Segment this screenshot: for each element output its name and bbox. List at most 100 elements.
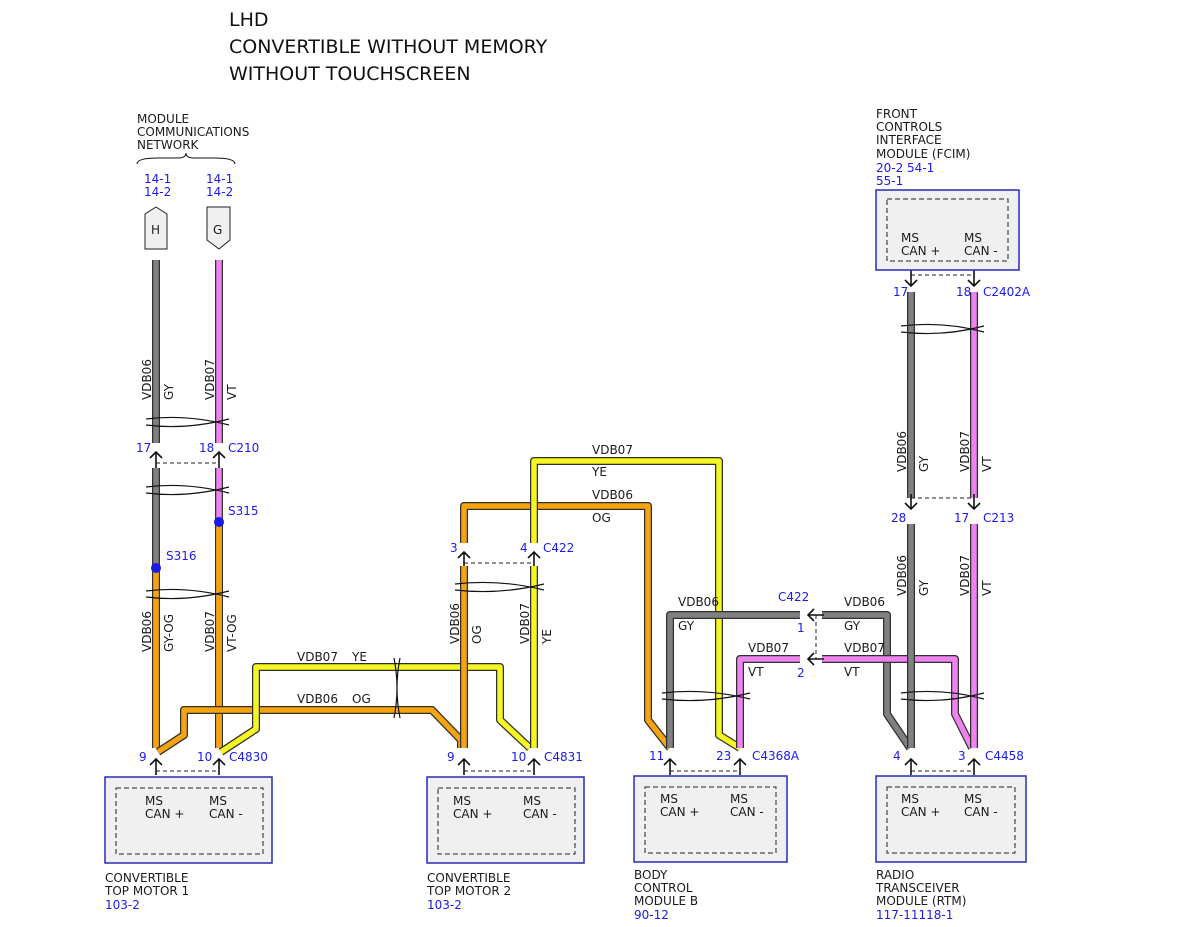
wire-labels: VDB06 GY VDB07 VT VDB06 GY-OG VDB07 VT-O… (140, 359, 994, 706)
pin-c422-4: 4 (520, 541, 528, 555)
module-name-line-1: BODY (634, 868, 668, 882)
svg-text:VDB07: VDB07 (748, 641, 789, 655)
module-name-line-2: CONTROLS (876, 120, 942, 134)
module-body-control-b[interactable]: MS CAN + MS CAN - BODY CONTROL MODULE B … (633, 775, 788, 922)
svg-text:VT: VT (980, 580, 994, 596)
splice-s316-label[interactable]: S316 (166, 549, 197, 563)
connector-c2402a[interactable]: C2402A (983, 285, 1031, 299)
connector-c210[interactable]: C210 (228, 441, 259, 455)
wire-c4368a-c422-1-gy (667, 612, 800, 748)
svg-text:MS: MS (660, 792, 678, 806)
pin-c4830-9: 9 (139, 750, 147, 764)
module-fcim[interactable]: FRONT CONTROLS INTERFACE MODULE (FCIM) 2… (875, 107, 1020, 271)
pin-c422-1: 1 (797, 621, 805, 635)
svg-text:VDB06: VDB06 (895, 431, 909, 472)
module-ref-link-1[interactable]: 20-2 54-1 (876, 161, 934, 175)
wire-c422-c4368a-og (461, 503, 673, 750)
network-label: MODULE COMMUNICATIONS NETWORK 14-1 14-2 … (136, 112, 249, 250)
svg-text:VDB06: VDB06 (448, 603, 462, 644)
ref-h-1[interactable]: 14-1 (144, 172, 171, 186)
module-ref-link[interactable]: 103-2 (427, 898, 462, 912)
connector-h-label: H (151, 223, 160, 237)
pin-c4831-9: 9 (447, 750, 455, 764)
pin-c4831-10: 10 (511, 750, 526, 764)
svg-text:VDB06: VDB06 (592, 488, 633, 502)
svg-text:MS: MS (964, 231, 982, 245)
connector-c422-top[interactable]: C422 (543, 541, 574, 555)
svg-text:VDB07: VDB07 (592, 443, 633, 457)
svg-text:OG: OG (352, 692, 371, 706)
svg-text:VDB06: VDB06 (895, 555, 909, 596)
ref-g-2[interactable]: 14-2 (206, 185, 233, 199)
module-name-line-3: INTERFACE (876, 133, 942, 147)
svg-text:CAN -: CAN - (964, 244, 998, 258)
wire-c422-c4368a-ye (531, 458, 742, 751)
pin-c4458-3: 3 (958, 749, 966, 763)
module-ref-link-2[interactable]: 55-1 (876, 174, 903, 188)
header-line-2: CONVERTIBLE WITHOUT MEMORY (229, 36, 548, 58)
pin-c4368a-23: 23 (716, 749, 731, 763)
module-name-line-2: CONTROL (634, 881, 693, 895)
svg-text:OG: OG (592, 511, 611, 525)
module-ref-link[interactable]: 90-12 (634, 908, 669, 922)
pin-c213-28: 28 (891, 511, 906, 525)
svg-text:CAN +: CAN + (145, 807, 184, 821)
connector-c422-right[interactable]: C422 (778, 590, 809, 604)
svg-text:VT: VT (844, 665, 860, 679)
svg-text:VDB07: VDB07 (518, 603, 532, 644)
module-name-line-1: FRONT (876, 107, 918, 121)
ref-h-2[interactable]: 14-2 (144, 185, 171, 199)
svg-text:MS: MS (209, 794, 227, 808)
svg-text:MS: MS (901, 792, 919, 806)
wires (152, 260, 978, 756)
module-ref-link[interactable]: 103-2 (105, 898, 140, 912)
network-brace (136, 152, 236, 165)
splice-s316[interactable] (151, 563, 161, 573)
svg-text:CAN -: CAN - (209, 807, 243, 821)
svg-text:VDB07: VDB07 (844, 641, 885, 655)
connector-h-shape (144, 206, 168, 250)
wire-c4368a-c422-2-vt (737, 656, 800, 748)
svg-text:VDB06: VDB06 (297, 692, 338, 706)
wire-c422-1-c4458-gy (822, 612, 913, 750)
pin-c2402a-18: 18 (956, 285, 971, 299)
svg-text:VDB07: VDB07 (203, 611, 217, 652)
connector-c4830[interactable]: C4830 (229, 750, 268, 764)
pin-c422-3: 3 (450, 541, 458, 555)
connector-c4831[interactable]: C4831 (544, 750, 583, 764)
connector-g-label: G (213, 223, 222, 237)
svg-text:CAN -: CAN - (964, 805, 998, 819)
svg-text:MS: MS (453, 794, 471, 808)
svg-text:GY: GY (162, 383, 176, 400)
svg-text:MS: MS (730, 792, 748, 806)
module-name-line-4: MODULE (FCIM) (876, 147, 970, 161)
pin-c4458-4: 4 (893, 749, 901, 763)
svg-text:MS: MS (964, 792, 982, 806)
svg-text:CAN -: CAN - (730, 805, 764, 819)
module-name-line-2: TRANSCEIVER (875, 881, 960, 895)
module-name-line-3: MODULE B (634, 894, 698, 908)
connector-g-shape (206, 206, 231, 250)
module-top-motor-1[interactable]: MS CAN + MS CAN - CONVERTIBLE TOP MOTOR … (104, 776, 273, 912)
pin-c210-17: 17 (136, 441, 151, 455)
svg-text:VDB07: VDB07 (958, 555, 972, 596)
connector-c4368a[interactable]: C4368A (752, 749, 800, 763)
module-name-line-1: CONVERTIBLE (427, 871, 510, 885)
module-name-line-1: CONVERTIBLE (105, 871, 188, 885)
svg-text:CAN -: CAN - (523, 807, 557, 821)
ref-g-1[interactable]: 14-1 (206, 172, 233, 186)
network-label-line-2: COMMUNICATIONS (137, 125, 249, 139)
svg-text:VDB07: VDB07 (297, 650, 338, 664)
pin-labels: 17 18 C210 S315 S316 9 10 C4830 9 10 C48… (136, 285, 1031, 764)
svg-text:OG: OG (470, 625, 484, 644)
splice-s315-label[interactable]: S315 (228, 504, 259, 518)
pin-c422-2: 2 (797, 666, 805, 680)
svg-text:YE: YE (591, 465, 607, 479)
splice-s315[interactable] (214, 517, 224, 527)
svg-text:CAN +: CAN + (660, 805, 699, 819)
connector-c4458[interactable]: C4458 (985, 749, 1024, 763)
module-rtm[interactable]: MS CAN + MS CAN - RADIO TRANSCEIVER MODU… (875, 775, 1027, 922)
connector-c213[interactable]: C213 (983, 511, 1014, 525)
module-ref-link[interactable]: 117-11118-1 (876, 908, 953, 922)
module-top-motor-2[interactable]: MS CAN + MS CAN - CONVERTIBLE TOP MOTOR … (426, 776, 585, 912)
